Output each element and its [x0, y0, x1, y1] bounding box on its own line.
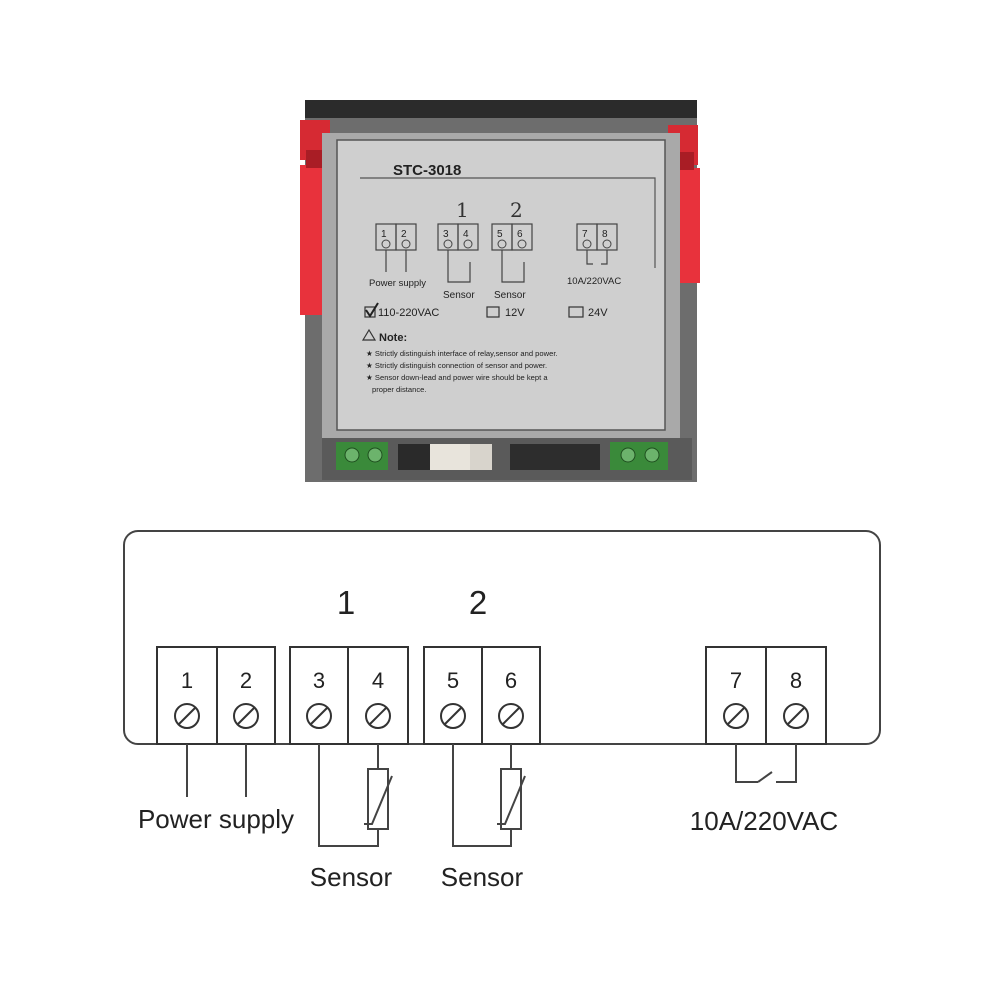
checkbox-icon — [486, 306, 500, 318]
housing-top-edge — [305, 100, 697, 118]
bottom-connector-left — [336, 442, 388, 470]
screw-icon — [233, 703, 259, 729]
voltage-option-110-220vac: 110-220VAC — [364, 302, 439, 319]
photo-group-number-2: 2 — [510, 198, 523, 222]
terminal-1-number: 1 — [181, 668, 193, 693]
voltage-option-24v: 24V — [568, 306, 608, 319]
checkbox-icon — [568, 306, 584, 318]
photo-terminal-1: 1 — [381, 229, 387, 240]
photo-terminal-4: 4 — [463, 229, 469, 240]
bottom-socket-1 — [398, 444, 430, 470]
power-supply-leads — [186, 744, 247, 797]
terminal-block-relay — [705, 646, 827, 745]
photo-wires — [385, 250, 608, 283]
photo-group-number-1: 1 — [456, 198, 469, 222]
label-inner-box — [360, 177, 656, 268]
relay-switch-icon — [735, 744, 797, 783]
wiring-diagram: 1 2 1 2 3 4 5 6 7 8 — [123, 530, 881, 892]
voltage-option-label: 24V — [588, 307, 608, 319]
photo-relay-label: 10A/220VAC — [567, 276, 621, 287]
photo-terminal-3: 3 — [443, 229, 449, 240]
screw-icon — [174, 703, 200, 729]
sensor2-wiring — [452, 744, 512, 847]
terminal-4-number: 4 — [372, 668, 384, 693]
terminal-2-number: 2 — [240, 668, 252, 693]
photo-terminal-6: 6 — [517, 229, 523, 240]
thermistor-icon — [497, 768, 526, 830]
screw-icon — [498, 703, 524, 729]
photo-sensor2-label: Sensor — [494, 290, 526, 301]
sensor2-label: Sensor — [441, 862, 524, 892]
relay-rating-label: 10A/220VAC — [690, 806, 838, 836]
photo-terminal-8: 8 — [602, 229, 608, 240]
terminal-block-power — [156, 646, 276, 745]
bottom-connector-right — [610, 442, 668, 470]
group-number-2: 2 — [469, 584, 487, 621]
photo-terminal-2: 2 — [401, 229, 407, 240]
bottom-socket-black — [510, 444, 600, 470]
power-supply-label: Power supply — [138, 804, 294, 834]
terminal-8-number: 8 — [790, 668, 802, 693]
model-title: STC-3018 — [393, 162, 461, 179]
note-line-1: ★ Strictly distinguish interface of rela… — [366, 349, 558, 358]
note-line-4: proper distance. — [372, 385, 426, 394]
terminal-6-number: 6 — [505, 668, 517, 693]
note-title: Note: — [379, 332, 407, 344]
group-number-1: 1 — [337, 584, 355, 621]
note-line-2: ★ Strictly distinguish connection of sen… — [366, 361, 547, 370]
thermistor-icon — [364, 768, 393, 830]
screw-icon — [783, 703, 809, 729]
terminal-block-sensor2 — [423, 646, 541, 745]
photo-terminal-5: 5 — [497, 229, 503, 240]
photo-power-label: Power supply — [369, 278, 426, 289]
voltage-option-label: 110-220VAC — [378, 307, 439, 319]
device-photo: STC-3018 1 2 1 2 3 4 5 6 7 8 — [300, 100, 700, 482]
bottom-socket-white — [430, 444, 470, 470]
voltage-option-label: 12V — [505, 307, 525, 319]
bottom-socket-white-2 — [470, 444, 492, 470]
screw-icon — [306, 703, 332, 729]
voltage-option-12v: 12V — [486, 306, 525, 319]
terminal-block-sensor1 — [289, 646, 409, 745]
terminal-5-number: 5 — [447, 668, 459, 693]
screw-icon — [365, 703, 391, 729]
sensor1-wiring — [318, 744, 379, 847]
photo-terminal-7: 7 — [582, 229, 588, 240]
photo-sensor1-label: Sensor — [443, 290, 475, 301]
terminal-7-number: 7 — [730, 668, 742, 693]
screw-icon — [723, 703, 749, 729]
note-line-3: ★ Sensor down-lead and power wire should… — [366, 373, 548, 382]
sensor1-label: Sensor — [310, 862, 393, 892]
warning-icon — [361, 328, 377, 341]
terminal-3-number: 3 — [313, 668, 325, 693]
checkmark-icon — [365, 302, 379, 318]
screw-icon — [440, 703, 466, 729]
photo-screw-icons — [381, 239, 612, 249]
label-sticker — [336, 139, 666, 431]
